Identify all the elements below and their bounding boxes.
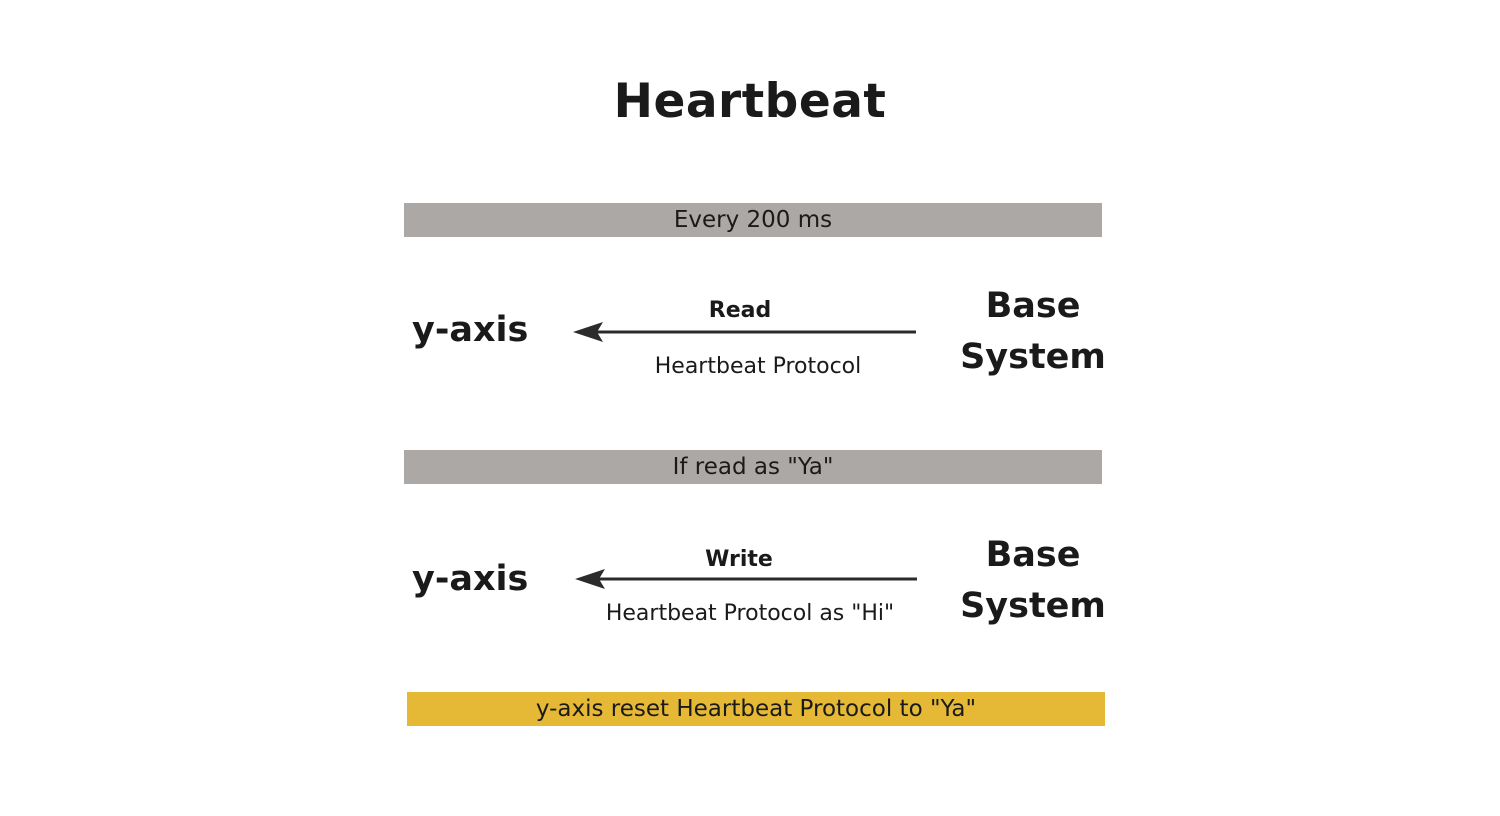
node-base-system-step1: Base System (958, 281, 1108, 383)
arrow-sublabel-step1: Heartbeat Protocol (654, 354, 862, 379)
band-every-200ms: Every 200 ms (404, 203, 1102, 237)
arrow-sublabel-step2: Heartbeat Protocol as "Hi" (605, 601, 895, 626)
band-if-read-as-ya: If read as "Ya" (404, 450, 1102, 484)
node-base-system-line2: System (960, 337, 1106, 377)
node-base-system-line2: System (960, 586, 1106, 626)
arrow-label-read: Read (708, 298, 772, 323)
arrow-label-write: Write (705, 547, 773, 572)
node-base-system-line1: Base (985, 535, 1081, 575)
node-y-axis-step2: y-axis (412, 559, 529, 599)
diagram-title: Heartbeat (613, 74, 887, 129)
node-base-system-line1: Base (985, 286, 1081, 326)
node-y-axis-step1: y-axis (412, 310, 529, 350)
arrow-read (573, 322, 916, 342)
arrow-write (575, 569, 917, 589)
band-reset-heartbeat: y-axis reset Heartbeat Protocol to "Ya" (407, 692, 1105, 726)
node-base-system-step2: Base System (958, 530, 1108, 632)
